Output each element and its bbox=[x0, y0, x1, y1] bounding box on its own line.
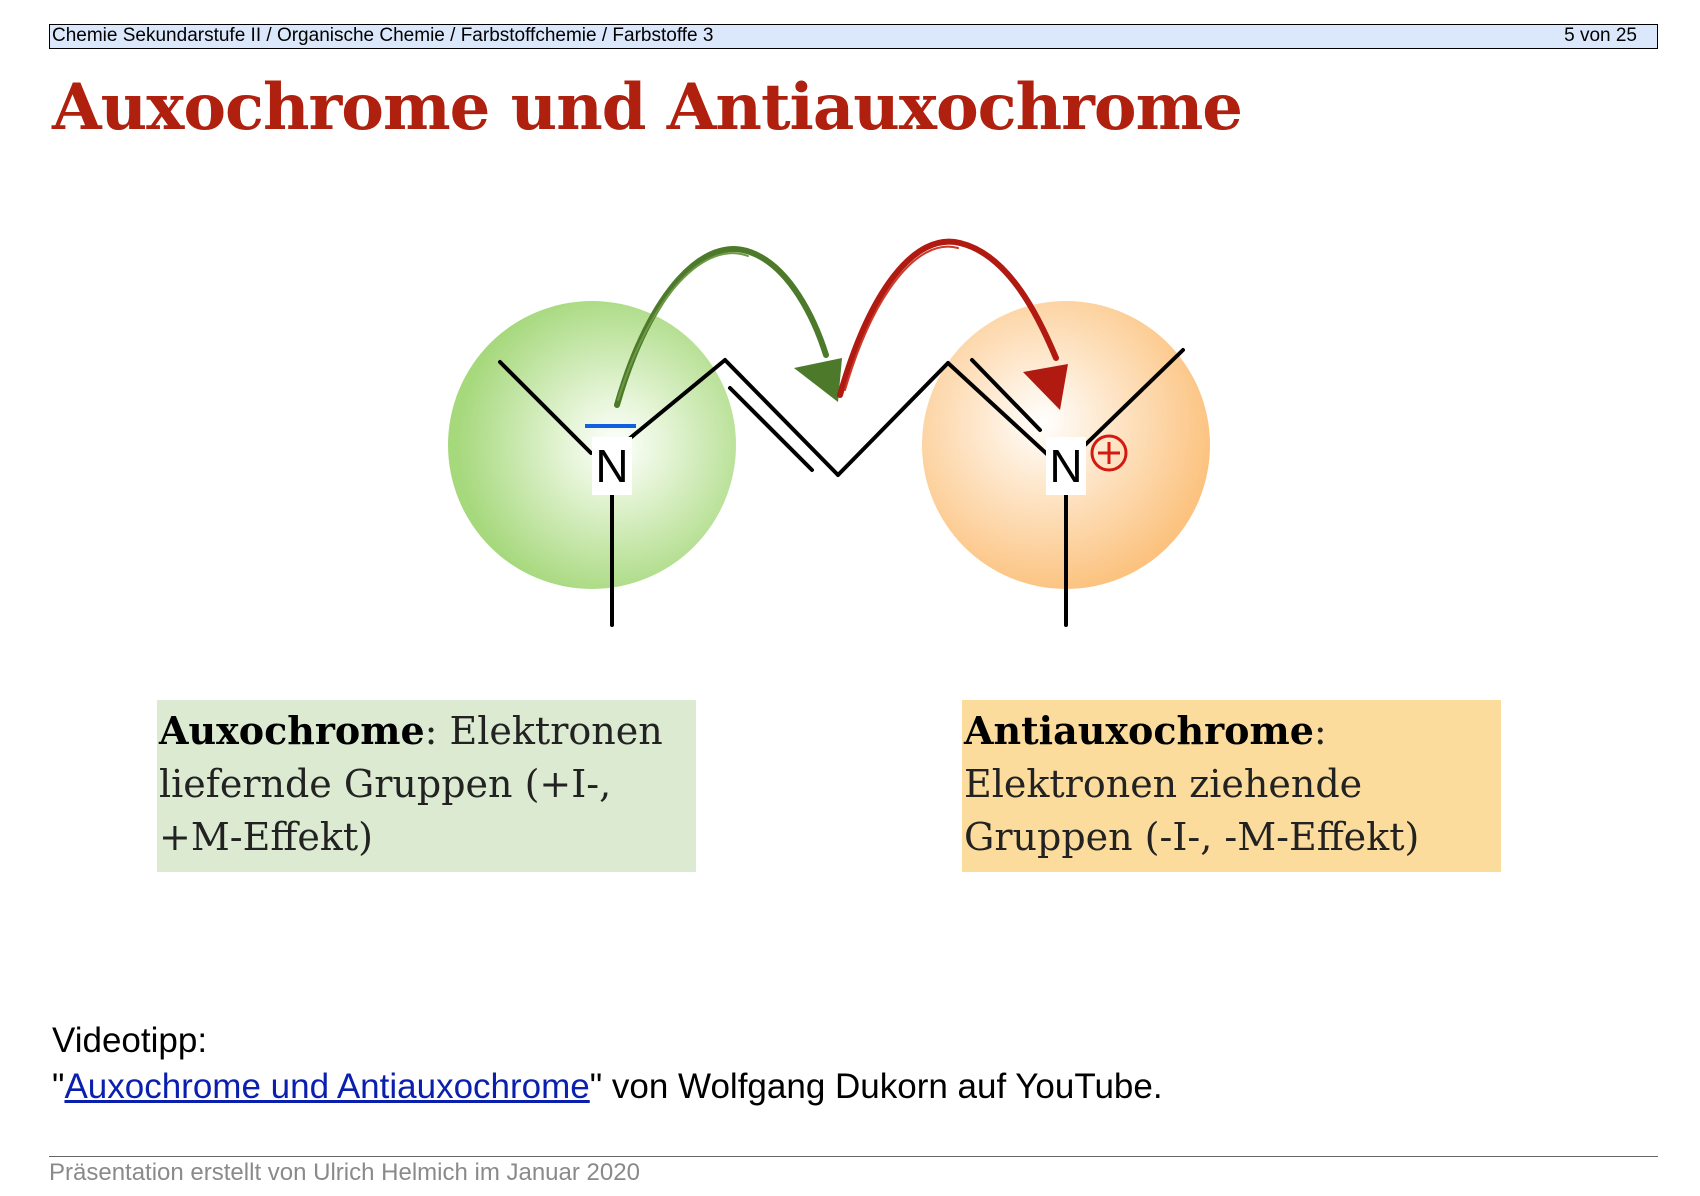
breadcrumb: Chemie Sekundarstufe II / Organische Che… bbox=[52, 25, 714, 46]
page-title: Auxochrome und Antiauxochrome bbox=[52, 70, 1243, 145]
video-link[interactable]: Auxochrome und Antiauxochrome bbox=[64, 1067, 590, 1106]
video-quote-open: " bbox=[52, 1067, 65, 1106]
electron-push-arrow-red bbox=[837, 238, 1068, 410]
nitrogen-atom-left: N bbox=[595, 440, 628, 492]
antiauxochrome-term: Antiauxochrome bbox=[964, 708, 1314, 753]
antiauxochrome-description: : Elektronen ziehende Gruppen (-I-, -M-E… bbox=[964, 709, 1420, 859]
footer-credit: Präsentation erstellt von Ulrich Helmich… bbox=[49, 1159, 640, 1186]
left-atom-backdrop bbox=[592, 437, 632, 495]
video-suffix: " von Wolfgang Dukorn auf YouTube. bbox=[589, 1067, 1163, 1106]
auxochrome-term: Auxochrome bbox=[159, 708, 425, 753]
right-atom-backdrop bbox=[1046, 437, 1086, 495]
positive-charge-icon bbox=[1090, 434, 1128, 472]
nitrogen-atom-right: N bbox=[1049, 440, 1082, 492]
page-counter: 5 von 25 bbox=[1564, 25, 1637, 46]
videotipp-label: Videotipp: bbox=[52, 1021, 208, 1060]
skeleton-bonds bbox=[498, 348, 1185, 627]
video-reference: "Auxochrome und Antiauxochrome" von Wolf… bbox=[52, 1064, 1163, 1110]
electron-push-arrow-green bbox=[614, 245, 842, 408]
auxochrome-description: : Elektronen liefernde Gruppen (+I-, +M-… bbox=[159, 709, 663, 859]
header-bar: Chemie Sekundarstufe II / Organische Che… bbox=[49, 24, 1658, 49]
footer-divider bbox=[49, 1156, 1658, 1157]
antiauxochrome-box: Antiauxochrome: Elektronen ziehende Grup… bbox=[962, 700, 1501, 872]
molecule-diagram: N N bbox=[448, 238, 1210, 627]
auxochrome-box: Auxochrome: Elektronen liefernde Gruppen… bbox=[157, 700, 696, 872]
